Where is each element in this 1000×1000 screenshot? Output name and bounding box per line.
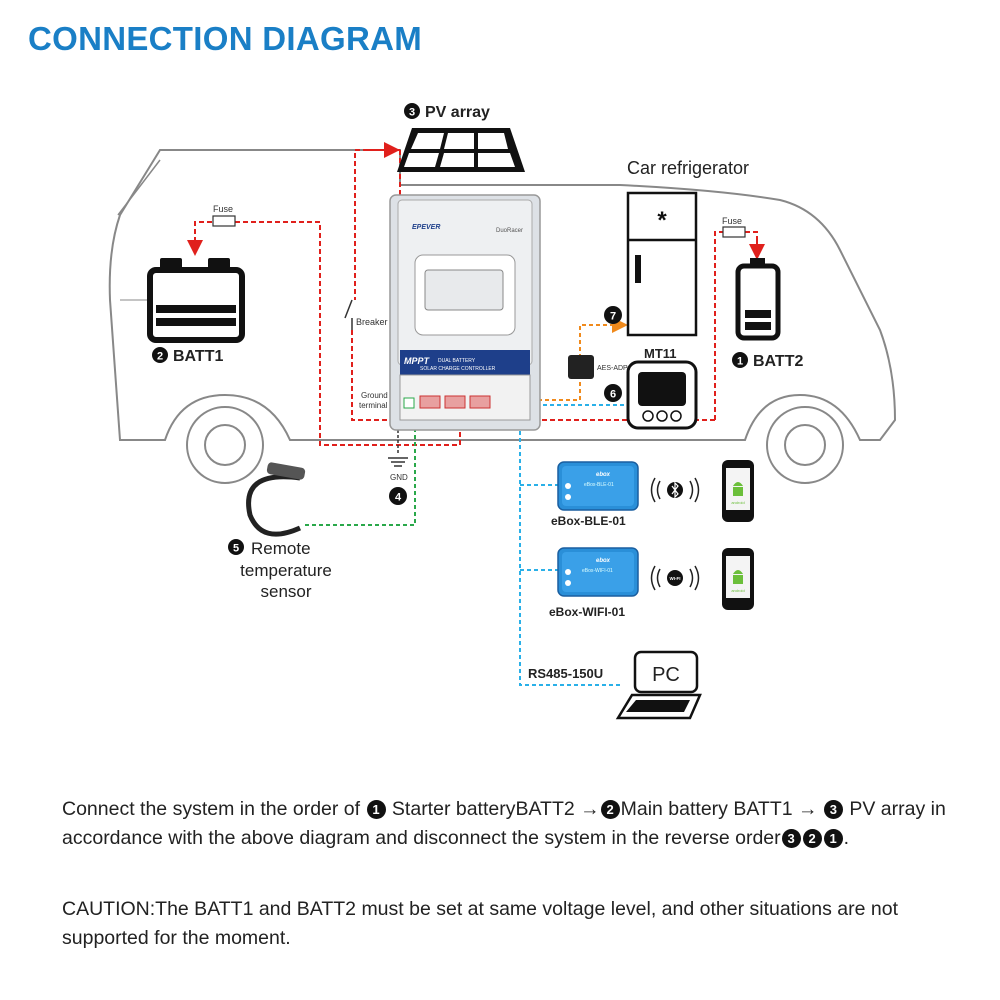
bluetooth-signal-icon — [650, 477, 700, 503]
comm-wires — [515, 404, 628, 686]
phone-1-icon — [722, 460, 754, 522]
ebox-ble-device — [557, 461, 639, 511]
controller-sub1: DUAL BATTERY — [438, 358, 476, 364]
fuse-left-label: Fuse — [213, 204, 233, 214]
page-title: CONNECTION DIAGRAM — [28, 20, 423, 57]
reverse-1-badge: 1 — [823, 829, 843, 848]
wifi-signal-icon — [650, 565, 700, 591]
wifi-badge-text: WI-FI — [670, 576, 681, 581]
batt1-label: BATT1 — [173, 348, 223, 365]
pv-array-label: PV array — [425, 104, 490, 121]
badge-3: 3 — [404, 103, 420, 119]
badge-6: 6 — [604, 384, 622, 402]
pc-laptop-icon — [615, 650, 702, 720]
instruction-part-3: Main battery BATT1 → — [620, 798, 818, 820]
diagram-canvas: Fuse Fuse Breaker GND Ground terminal — [108, 103, 897, 720]
android-label-1: android — [731, 500, 744, 505]
wheel-left — [186, 406, 264, 484]
breaker-icon — [344, 299, 353, 330]
mt11-label: MT11 — [644, 346, 677, 361]
mt11-icon — [626, 360, 698, 430]
breaker-label: Breaker — [356, 317, 388, 327]
ground-terminal-label-1: Ground — [361, 391, 388, 400]
snowflake-icon: * — [657, 207, 667, 234]
ebox-ble-brand: ebox — [596, 472, 611, 478]
wifi-icon — [667, 570, 683, 586]
instruction-part-5: . — [843, 827, 850, 849]
batt1-icon — [147, 258, 245, 343]
sensor-wire — [305, 400, 416, 526]
ebox-wifi-device — [557, 547, 639, 597]
svg-text:5: 5 — [233, 543, 239, 555]
instruction-part-2: Starter batteryBATT2 → — [391, 798, 600, 820]
temperature-sensor-icon — [246, 462, 306, 537]
reverse-2-badge: 2 — [802, 829, 822, 848]
ground-terminal-label-2: terminal — [359, 401, 388, 410]
badge-4: 4 — [389, 487, 407, 505]
badge-5: 5 — [228, 539, 244, 555]
badge-1: 1 — [732, 352, 748, 368]
wheel-right — [766, 406, 844, 484]
ebox-ble-device-text: eBox-BLE-01 — [584, 482, 614, 488]
badge-2: 2 — [152, 347, 168, 363]
gnd-label: GND — [390, 473, 408, 482]
svg-text:4: 4 — [395, 492, 402, 504]
svg-text:2: 2 — [157, 351, 163, 363]
ebox-wifi-brand: ebox — [596, 558, 611, 564]
ebox-ble-label: eBox-BLE-01 — [551, 514, 626, 528]
refrigerator-icon — [626, 191, 698, 337]
controller-brand: EPEVER — [412, 224, 440, 231]
step-1-badge: 1 — [366, 800, 386, 819]
reverse-3-badge: 3 — [781, 829, 801, 848]
aes-adp-icon — [568, 355, 594, 379]
batt2-label: BATT2 — [753, 353, 803, 370]
phone-2-icon — [722, 548, 754, 610]
fuse-right-icon — [722, 226, 746, 238]
car-refrigerator-label: Car refrigerator — [627, 158, 749, 178]
remote-sensor-label-3: sensor — [260, 582, 311, 601]
controller-sub2: SOLAR CHARGE CONTROLLER — [420, 366, 496, 372]
remote-sensor-label-1: Remote — [251, 539, 311, 558]
ground-icon — [388, 457, 408, 467]
ebox-wifi-device-text: eBox-WIFI-01 — [582, 568, 613, 574]
instruction-part-1: Connect the system in the order of — [62, 798, 361, 820]
aes-adp-label: AES-ADP — [597, 365, 628, 372]
ebox-wifi-label: eBox-WIFI-01 — [549, 605, 625, 619]
svg-text:7: 7 — [610, 311, 616, 323]
badge-7: 7 — [604, 306, 622, 324]
pv-array-icon — [397, 128, 525, 172]
batt2-icon — [735, 258, 781, 341]
remote-sensor-label-2: temperature — [240, 561, 332, 580]
instruction-part-4: PV array in accordance with the above di… — [62, 798, 946, 849]
caution-paragraph: CAUTION:The BATT1 and BATT2 must be set … — [62, 898, 898, 949]
controller-unit — [389, 194, 541, 431]
controller-mppt: MPPT — [404, 356, 431, 366]
android-label-2: android — [731, 588, 744, 593]
pc-label: PC — [652, 664, 680, 686]
svg-text:6: 6 — [610, 389, 616, 401]
svg-text:3: 3 — [409, 107, 415, 119]
svg-text:1: 1 — [737, 356, 743, 368]
step-2-badge: 2 — [600, 800, 620, 819]
controller-model: DuoRacer — [496, 228, 523, 234]
instruction-paragraph: Connect the system in the order of 1 Sta… — [62, 795, 962, 853]
rs485-label: RS485-150U — [528, 666, 603, 681]
step-3-badge: 3 — [823, 800, 843, 819]
fuse-left-icon — [212, 215, 236, 227]
fuse-right-label: Fuse — [722, 216, 742, 226]
